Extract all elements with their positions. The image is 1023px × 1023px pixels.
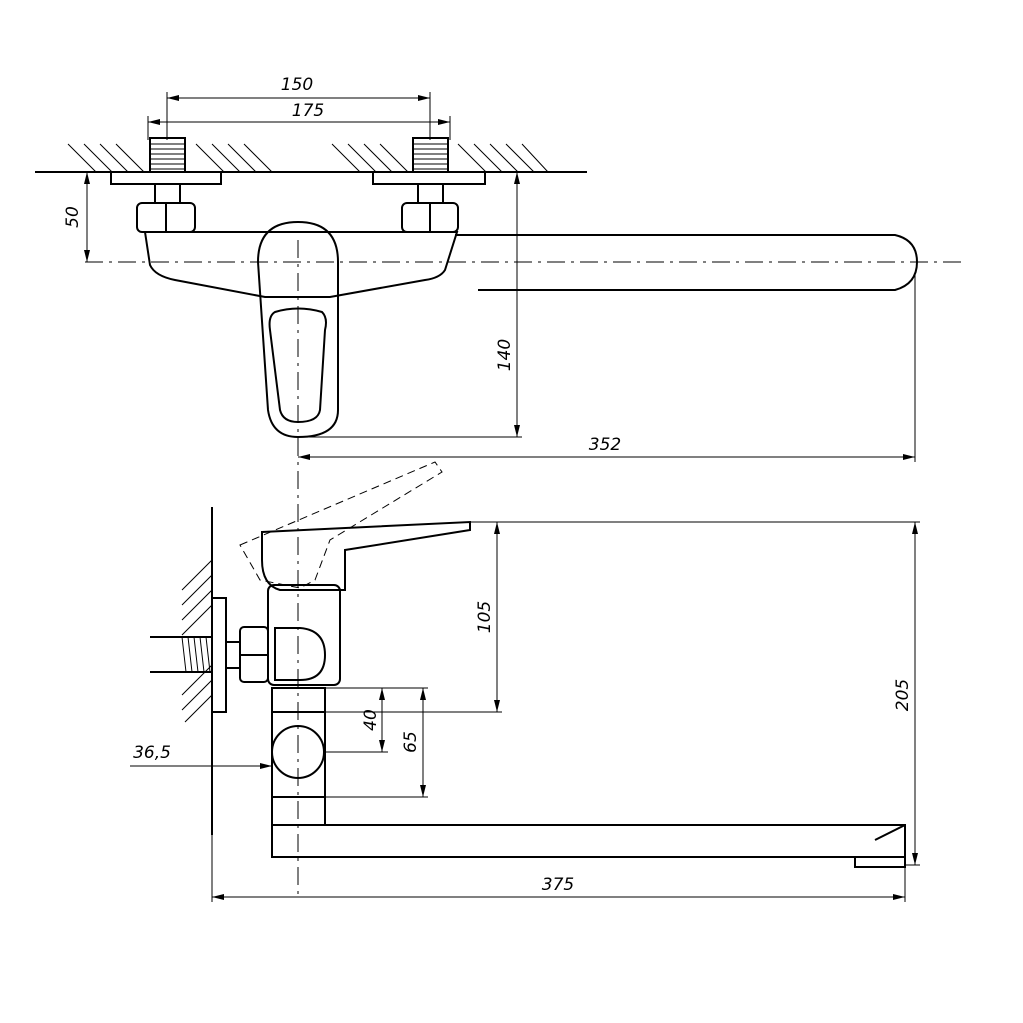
lever-raised-position — [239, 461, 443, 589]
nut-left — [136, 202, 196, 233]
stem-right — [417, 183, 444, 204]
dim-105: 105 — [475, 601, 495, 633]
dim-175: 175 — [292, 101, 324, 121]
spout-side — [271, 824, 906, 858]
flange-side — [211, 597, 227, 713]
threaded-inlet-right — [412, 137, 449, 173]
dim-36-5: 36,5 — [133, 743, 171, 763]
top-dimensions: 150 175 50 140 352 — [63, 75, 916, 462]
wall-hatching-left — [67, 143, 273, 173]
top-view — [35, 137, 965, 439]
diverter-knob — [271, 725, 325, 779]
flange-right — [372, 171, 486, 185]
mixer-body — [143, 231, 459, 298]
dim-140: 140 — [495, 339, 515, 371]
wall-hatching-side — [181, 559, 213, 723]
dim-205: 205 — [893, 679, 913, 711]
cartridge-cap — [274, 627, 327, 681]
aerator — [854, 856, 906, 868]
lever-window — [268, 307, 327, 424]
wall-hatching-right — [331, 143, 549, 173]
flange-left — [110, 171, 222, 185]
dim-150: 150 — [281, 75, 313, 95]
dim-375: 375 — [542, 875, 574, 895]
connector-side — [225, 641, 241, 669]
lever-side — [261, 520, 471, 591]
nut-right — [401, 202, 459, 233]
threaded-inlet-left — [149, 137, 186, 173]
dim-65: 65 — [401, 731, 421, 753]
side-dimensions: 105 205 40 65 36,5 375 — [130, 521, 920, 902]
stem-left — [154, 183, 181, 204]
dim-352: 352 — [589, 435, 621, 455]
lever-top — [256, 220, 339, 439]
dim-40: 40 — [361, 709, 381, 731]
inlet-pipe-side — [150, 636, 212, 673]
mixer-body-side — [267, 584, 341, 686]
dim-50: 50 — [63, 206, 83, 228]
nut-side — [239, 626, 269, 683]
side-view — [150, 461, 906, 868]
